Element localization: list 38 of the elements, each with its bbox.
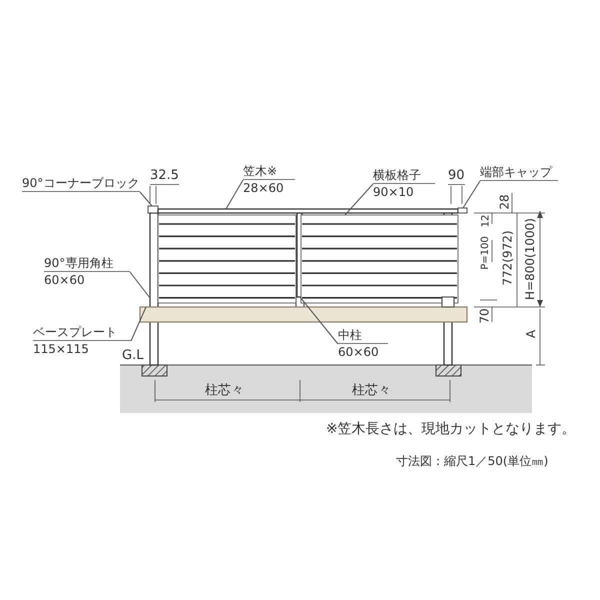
slat-panel <box>300 214 458 304</box>
dimension-label: 28 <box>496 194 512 210</box>
leader-line <box>130 272 150 298</box>
dimension-label: 772(972) <box>499 230 516 286</box>
base-plate <box>139 306 468 323</box>
dimension-label: 32.5 <box>150 168 179 185</box>
part-name: 90°コーナーブロック <box>22 175 140 192</box>
dimension-label: P=100 <box>478 236 492 270</box>
dimension-label: A <box>523 330 540 338</box>
end-cap <box>458 208 468 214</box>
dimension-label: 90 <box>448 168 465 185</box>
leader-line <box>300 296 338 344</box>
part-size: 90×10 <box>373 184 415 200</box>
leader-line <box>344 184 374 216</box>
dimension-label: 柱芯々 <box>352 383 391 399</box>
dimension-label: 70 <box>476 308 492 324</box>
part-name: 横板格子 <box>373 167 435 184</box>
dimension-label: 12 <box>478 214 492 227</box>
leader-line <box>226 180 244 210</box>
leader-line <box>130 306 146 342</box>
scale-note: 寸法図：縮尺1／50(単位㎜) <box>396 453 548 469</box>
part-size: 60×60 <box>44 272 86 288</box>
corner-block <box>148 206 158 214</box>
part-name: 端部キャップ <box>480 164 558 181</box>
dimension-label: 柱芯々 <box>205 383 244 399</box>
leader-line <box>462 180 480 208</box>
dimension-label: H=800(1000) <box>522 218 538 300</box>
slat-panel <box>158 214 296 304</box>
part-name: 笠木※ <box>243 163 295 180</box>
part-name: ベースプレート <box>33 324 131 341</box>
corner-post <box>149 212 159 366</box>
leader-line <box>140 192 152 206</box>
ground-level-label: G.L <box>122 348 144 364</box>
part-name: 90°専用角柱 <box>44 255 130 272</box>
part-size: 28×60 <box>243 180 285 196</box>
part-size: 60×60 <box>338 344 380 360</box>
part-name: 中柱 <box>338 327 388 344</box>
note-text: ※笠木長さは、現地カットとなります。 <box>326 421 576 437</box>
